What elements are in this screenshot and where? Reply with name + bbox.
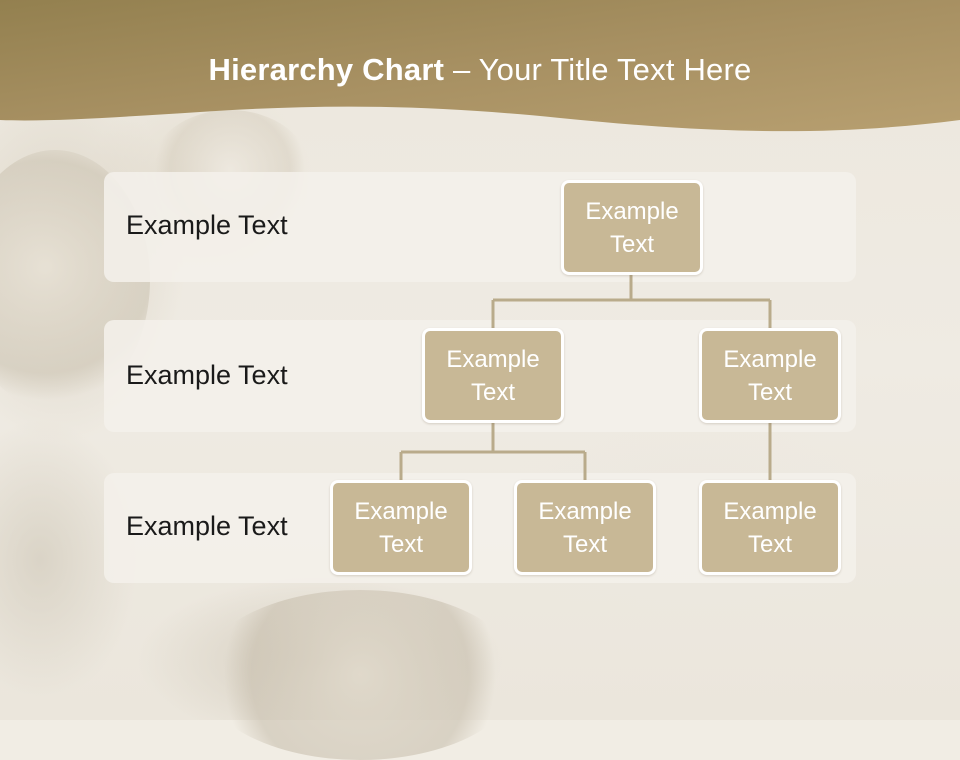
node-level3-c: Example Text — [699, 480, 841, 575]
node-root: Example Text — [561, 180, 703, 275]
header-banner — [0, 0, 960, 132]
node-level3-a: Example Text — [330, 480, 472, 575]
node-level2-right: Example Text — [699, 328, 841, 423]
row-label-2: Example Text — [126, 360, 288, 390]
node-level3-b: Example Text — [514, 480, 656, 575]
slide-title: Hierarchy Chart – Your Title Text Here — [0, 52, 960, 88]
node-level2-left: Example Text — [422, 328, 564, 423]
row-band-1: Example Text — [104, 172, 856, 282]
connector-lines — [399, 275, 772, 482]
title-rest-part: – Your Title Text Here — [444, 52, 752, 87]
row-label-3: Example Text — [126, 511, 288, 541]
row-label-1: Example Text — [126, 210, 288, 240]
title-bold-part: Hierarchy Chart — [208, 52, 445, 87]
